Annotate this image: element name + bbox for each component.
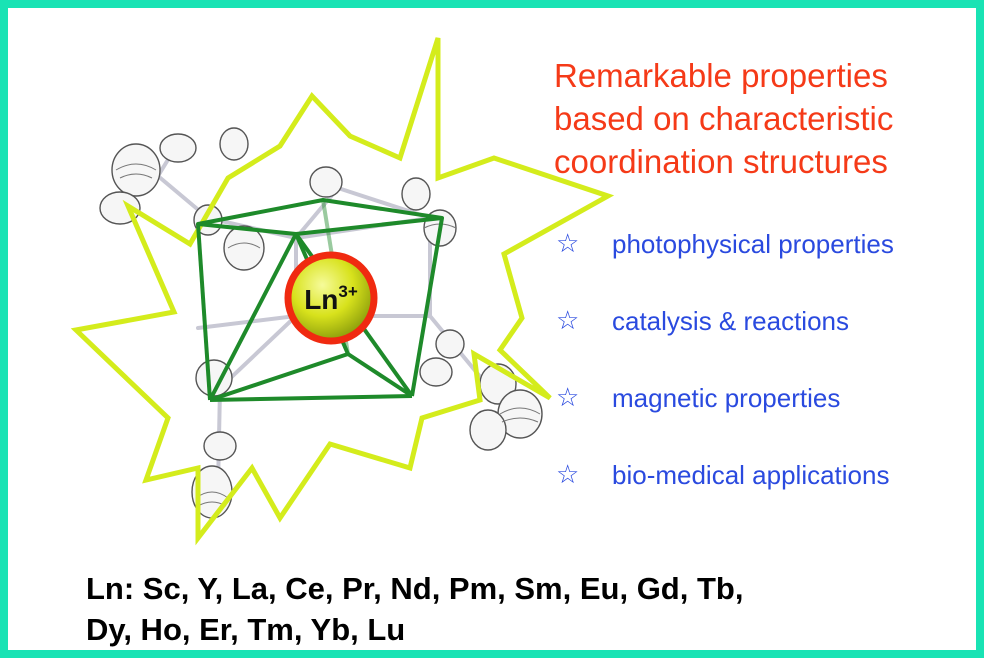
list-item: ☆ photophysical properties [556, 226, 976, 303]
property-label: magnetic properties [612, 383, 841, 413]
coordination-structure-diagram: Ln3+ [70, 37, 615, 546]
heading-line: Remarkable properties [554, 57, 888, 94]
property-label: bio-medical applications [612, 460, 890, 490]
property-label: catalysis & reactions [612, 306, 849, 336]
list-item: ☆ bio-medical applications [556, 457, 976, 534]
ion-charge: 3+ [338, 282, 357, 301]
property-label: photophysical properties [612, 229, 894, 259]
star-icon: ☆ [556, 460, 580, 490]
element-list-line: Dy, Ho, Er, Tm, Yb, Lu [86, 612, 406, 647]
star-icon: ☆ [556, 306, 580, 336]
lanthanide-ion: Ln3+ [284, 251, 378, 345]
list-item: ☆ catalysis & reactions [556, 303, 976, 380]
element-list-line: Ln: Sc, Y, La, Ce, Pr, Nd, Pm, Sm, Eu, G… [86, 571, 744, 606]
list-item: ☆ magnetic properties [556, 380, 976, 457]
starburst-shape [70, 37, 615, 546]
lanthanide-element-list: Ln: Sc, Y, La, Ce, Pr, Nd, Pm, Sm, Eu, G… [86, 568, 946, 650]
properties-list: ☆ photophysical properties ☆ catalysis &… [556, 226, 976, 534]
star-icon: ☆ [556, 229, 580, 259]
properties-heading: Remarkable properties based on character… [554, 54, 974, 183]
heading-line: based on characteristic [554, 100, 894, 137]
ion-symbol: Ln [304, 284, 338, 315]
svg-text:Ln3+: Ln3+ [304, 282, 358, 315]
heading-line: coordination structures [554, 143, 888, 180]
atom-ellipsoids [99, 127, 543, 519]
star-icon: ☆ [556, 383, 580, 413]
